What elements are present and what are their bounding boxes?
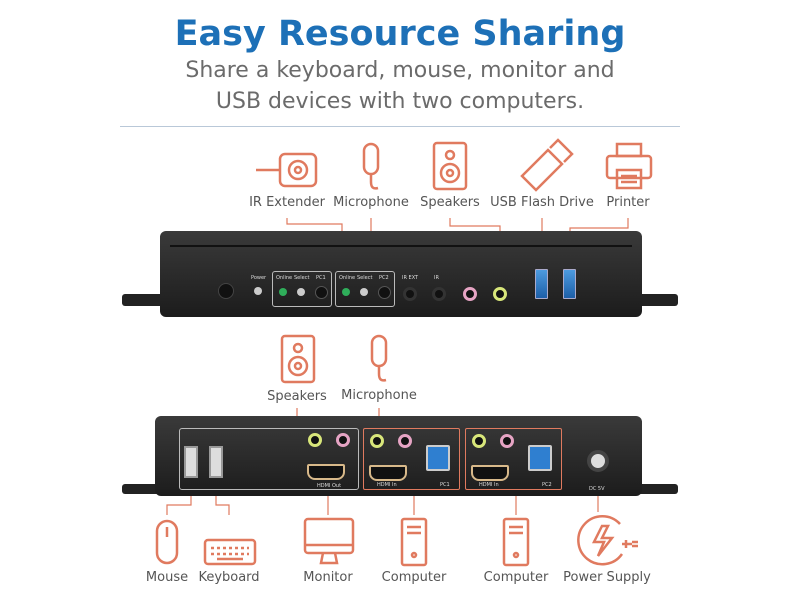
keyboard-usb-port	[209, 446, 223, 478]
dc-label: DC 5V	[589, 486, 605, 492]
usb-port-2	[563, 269, 576, 299]
ir-ext-label: IR EXT	[402, 275, 419, 281]
select-led	[297, 288, 305, 296]
online-label: Online	[339, 275, 356, 281]
mic-jack	[398, 434, 412, 448]
ir-sensor	[432, 287, 446, 301]
label-usb-flash-drive: USB Flash Drive	[490, 195, 594, 210]
pc2-group: Online Select PC2	[335, 271, 395, 307]
speaker-icon	[432, 141, 468, 191]
subtitle-line-1: Share a keyboard, mouse, monitor and	[185, 58, 615, 83]
label-microphone-rear: Microphone	[341, 388, 417, 403]
hdmi-out-port	[307, 464, 345, 480]
power-led	[254, 287, 262, 295]
label-printer: Printer	[606, 195, 650, 210]
mic-jack	[463, 287, 477, 301]
usb-flash-drive-icon	[520, 138, 574, 192]
subtitle-line-2: USB devices with two computers.	[215, 89, 585, 114]
label-computer-1: Computer	[381, 570, 447, 585]
audio-jack	[472, 434, 486, 448]
pc1-label: PC1	[316, 275, 326, 281]
microphone-icon	[362, 142, 380, 190]
dc-power-jack	[587, 450, 609, 472]
audio-jack	[493, 287, 507, 301]
audio-jack	[370, 434, 384, 448]
speaker-icon	[280, 334, 316, 384]
usb-b-port	[426, 445, 450, 471]
label-computer-2: Computer	[483, 570, 549, 585]
label-monitor: Monitor	[303, 570, 353, 585]
hdmi-out-label: HDMI Out	[317, 483, 342, 489]
usb-b-port	[528, 445, 552, 471]
divider	[120, 126, 680, 127]
kvm-front-panel: Power Online Select PC1 Online Select PC…	[160, 231, 642, 317]
hdmi-in-label: HDMI In	[479, 482, 499, 488]
label-ir-extender: IR Extender	[249, 195, 325, 210]
pc1-group: Online Select PC1	[272, 271, 332, 307]
pc2-label: PC2	[379, 275, 389, 281]
select-label: Select	[294, 275, 310, 281]
printer-icon	[605, 142, 653, 190]
keyboard-icon	[203, 538, 257, 566]
pc1-label: PC1	[440, 482, 450, 488]
power-label: Power	[251, 275, 267, 281]
console-group	[179, 428, 359, 490]
select-led	[360, 288, 368, 296]
select-label: Select	[357, 275, 373, 281]
online-led	[279, 288, 287, 296]
label-keyboard: Keyboard	[198, 570, 260, 585]
page-title: Easy Resource Sharing	[174, 14, 626, 54]
mic-jack	[336, 433, 350, 447]
ir-label: IR	[434, 275, 439, 281]
pc1-button[interactable]	[315, 286, 328, 299]
pc1-ports-group: HDMI In PC1	[363, 428, 460, 490]
computer-icon	[502, 517, 530, 567]
audio-jack	[308, 433, 322, 447]
usb-port-1	[535, 269, 548, 299]
mouse-usb-port	[184, 446, 198, 478]
computer-icon	[400, 517, 428, 567]
mouse-icon	[155, 519, 179, 565]
label-microphone: Microphone	[333, 195, 409, 210]
label-power-supply: Power Supply	[563, 570, 651, 585]
ir-extender-icon	[256, 152, 318, 188]
label-mouse: Mouse	[145, 570, 189, 585]
hdmi-in-port	[369, 465, 407, 481]
online-label: Online	[276, 275, 293, 281]
pc2-label: PC2	[542, 482, 552, 488]
online-led	[342, 288, 350, 296]
power-supply-icon	[577, 515, 638, 566]
label-speakers: Speakers	[420, 195, 480, 210]
power-button[interactable]	[218, 283, 234, 299]
pc2-button[interactable]	[378, 286, 391, 299]
label-speakers-rear: Speakers	[267, 389, 327, 404]
hdmi-in-port	[471, 465, 509, 481]
mic-jack	[500, 434, 514, 448]
kvm-rear-panel: HDMI Out HDMI In PC1 HDMI In PC2 DC 5V	[155, 416, 642, 496]
hdmi-in-label: HDMI In	[377, 482, 397, 488]
monitor-icon	[303, 517, 355, 565]
pc2-ports-group: HDMI In PC2	[465, 428, 562, 490]
ir-ext-port	[403, 287, 417, 301]
microphone-icon	[370, 334, 388, 382]
